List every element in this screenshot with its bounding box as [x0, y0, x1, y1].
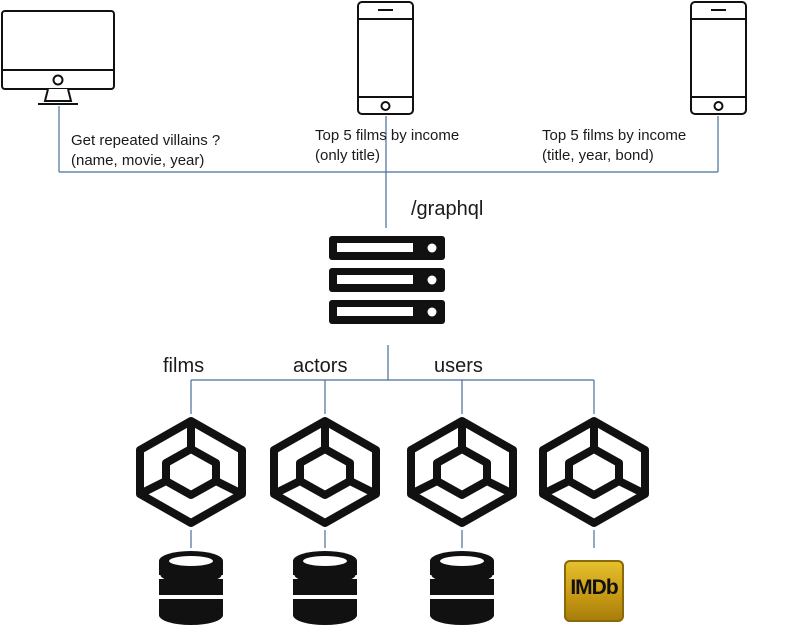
- desktop-query-label-line2: (name, movie, year): [71, 152, 205, 169]
- service-cube-icon: [411, 421, 513, 523]
- service-cube-icon: [274, 421, 376, 523]
- desktop-query-label-line1: Get repeated villains ?: [71, 132, 221, 149]
- database-icon: [157, 549, 225, 627]
- phone-icon: [690, 1, 747, 115]
- database-icon: [428, 549, 496, 627]
- service-cube-icon: [543, 421, 645, 523]
- phone1-query-label-line1: Top 5 films by income: [315, 127, 460, 144]
- connector-lines: [58, 106, 719, 548]
- phone-icon: [357, 1, 414, 115]
- server-icon: [329, 236, 445, 324]
- phone2-query-label-line1: Top 5 films by income: [542, 127, 687, 144]
- actors-service-label: actors: [293, 355, 348, 377]
- imdb-logo: IMDb: [564, 560, 624, 622]
- imdb-logo-text: IMDb: [570, 576, 618, 599]
- films-service-label: films: [163, 355, 205, 377]
- phone1-query-label-line2: (only title): [315, 147, 381, 164]
- desktop-monitor-icon: [1, 10, 115, 105]
- users-service-label: users: [434, 355, 483, 377]
- phone2-query-label-line2: (title, year, bond): [542, 147, 654, 164]
- service-cube-icon: [140, 421, 242, 523]
- database-icon: [291, 549, 359, 627]
- graphql-endpoint-label: /graphql: [411, 198, 484, 220]
